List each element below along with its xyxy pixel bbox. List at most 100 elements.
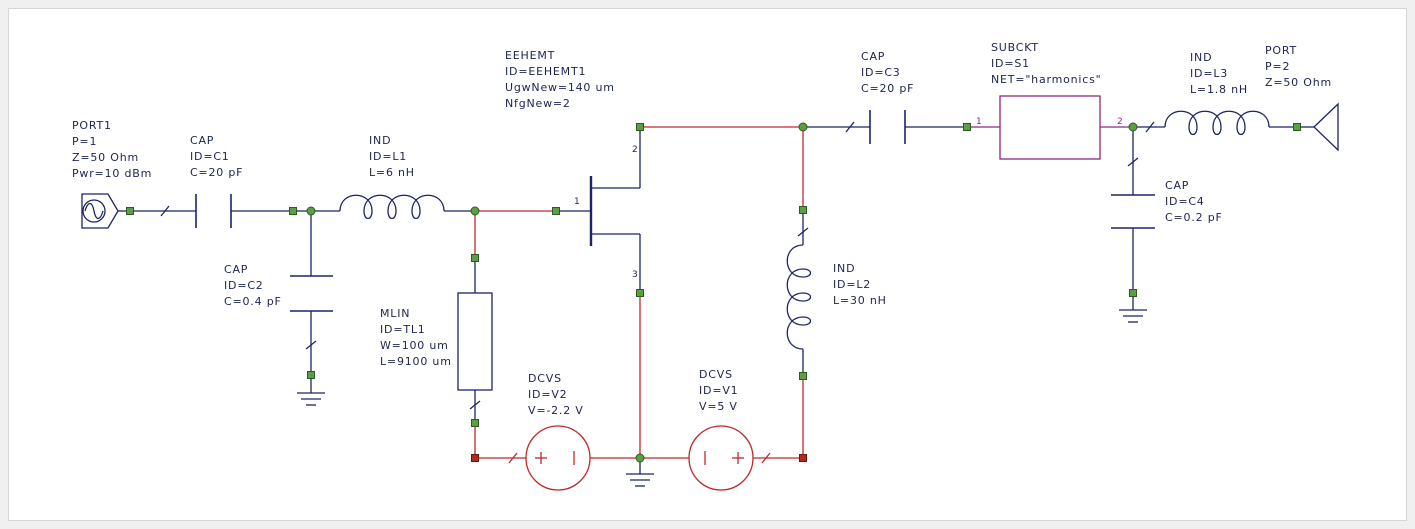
hemt-param-text[interactable]: NfgNew=2 bbox=[505, 97, 571, 110]
hemt-transistor[interactable]: 1 2 3 bbox=[559, 130, 641, 290]
hemt-param-text[interactable]: UgwNew=140 um bbox=[505, 81, 615, 94]
ground-icon[interactable] bbox=[626, 462, 654, 487]
wire-slash-mark bbox=[508, 452, 518, 464]
port1-param-text[interactable]: Pwr=10 dBm bbox=[72, 167, 152, 180]
l3-param-text[interactable]: IND bbox=[1190, 51, 1212, 64]
port-body-icon[interactable] bbox=[81, 193, 119, 229]
l1-label[interactable]: IND ID=L1 L=6 nH bbox=[369, 134, 415, 179]
c3-param-text[interactable]: ID=C3 bbox=[861, 66, 901, 79]
pin-node[interactable] bbox=[1129, 289, 1137, 297]
s1-label[interactable]: SUBCKT ID=S1 NET="harmonics" bbox=[991, 41, 1102, 86]
tl1-param-text[interactable]: MLIN bbox=[380, 307, 410, 320]
pin-node[interactable] bbox=[552, 207, 560, 215]
port1-param-text[interactable]: P=1 bbox=[72, 135, 97, 148]
c1-label[interactable]: CAP ID=C1 C=20 pF bbox=[190, 134, 243, 179]
tl1-param-text[interactable]: ID=TL1 bbox=[380, 323, 426, 336]
s1-param-text[interactable]: NET="harmonics" bbox=[991, 73, 1102, 86]
tl1-param-text[interactable]: L=9100 um bbox=[380, 355, 452, 368]
port1-param-text[interactable]: Z=50 Ohm bbox=[72, 151, 139, 164]
l3-param-text[interactable]: ID=L3 bbox=[1190, 67, 1228, 80]
tl1-param-text[interactable]: W=100 um bbox=[380, 339, 449, 352]
pin-node[interactable] bbox=[636, 123, 644, 131]
junction-dot[interactable] bbox=[306, 206, 316, 216]
l2-param-text[interactable]: L=30 nH bbox=[833, 294, 887, 307]
pin-node[interactable] bbox=[126, 207, 134, 215]
bias-corner-node[interactable] bbox=[799, 454, 807, 462]
l1-param-text[interactable]: ID=L1 bbox=[369, 150, 407, 163]
pin-node[interactable] bbox=[1293, 123, 1301, 131]
port1-source[interactable] bbox=[81, 193, 127, 229]
c3-param-text[interactable]: CAP bbox=[861, 50, 885, 63]
sine-wave-icon bbox=[84, 202, 104, 220]
pin-node[interactable] bbox=[307, 371, 315, 379]
port-termination-icon[interactable] bbox=[1313, 102, 1339, 152]
c4-param-text[interactable]: C=0.2 pF bbox=[1165, 211, 1223, 224]
v2-param-text[interactable]: ID=V2 bbox=[528, 388, 567, 401]
junction-dot[interactable] bbox=[1128, 122, 1138, 132]
v1-param-text[interactable]: V=5 V bbox=[699, 400, 738, 413]
c2-label[interactable]: CAP ID=C2 C=0.4 pF bbox=[224, 263, 282, 308]
c2-param-text[interactable]: CAP bbox=[224, 263, 248, 276]
port2-termination[interactable] bbox=[1300, 102, 1339, 152]
l1-param-text[interactable]: IND bbox=[369, 134, 391, 147]
v1-param-text[interactable]: DCVS bbox=[699, 368, 733, 381]
ground-icon[interactable] bbox=[297, 378, 325, 406]
l3-label[interactable]: IND ID=L3 L=1.8 nH bbox=[1190, 51, 1248, 96]
pin-node[interactable] bbox=[963, 123, 971, 131]
pin-node[interactable] bbox=[471, 254, 479, 262]
bias-corner-node[interactable] bbox=[471, 454, 479, 462]
port1-param-text[interactable]: PORT1 bbox=[72, 119, 112, 132]
port2-label[interactable]: PORT P=2 Z=50 Ohm bbox=[1265, 44, 1332, 89]
c2-param-text[interactable]: ID=C2 bbox=[224, 279, 264, 292]
inductor-coil-icon[interactable] bbox=[786, 244, 812, 350]
c1-param-text[interactable]: C=20 pF bbox=[190, 166, 243, 179]
c2-param-text[interactable]: C=0.4 pF bbox=[224, 295, 282, 308]
junction-dot[interactable] bbox=[635, 453, 645, 463]
inductor-l2[interactable] bbox=[786, 244, 812, 350]
c3-param-text[interactable]: C=20 pF bbox=[861, 82, 914, 95]
c4-param-text[interactable]: CAP bbox=[1165, 179, 1189, 192]
hemt-param-text[interactable]: ID=EEHEMT1 bbox=[505, 65, 586, 78]
ground-icon[interactable] bbox=[1119, 296, 1147, 323]
pin-node[interactable] bbox=[636, 289, 644, 297]
port2-param-text[interactable]: PORT bbox=[1265, 44, 1297, 57]
c4-label[interactable]: CAP ID=C4 C=0.2 pF bbox=[1165, 179, 1223, 224]
source-pin-number: 3 bbox=[632, 270, 638, 280]
port1-label[interactable]: PORT1 P=1 Z=50 Ohm Pwr=10 dBm bbox=[72, 119, 152, 180]
v1-label[interactable]: DCVS ID=V1 V=5 V bbox=[699, 368, 738, 413]
v1-param-text[interactable]: ID=V1 bbox=[699, 384, 738, 397]
schematic-canvas[interactable] bbox=[8, 8, 1407, 521]
l2-param-text[interactable]: IND bbox=[833, 262, 855, 275]
pin-node[interactable] bbox=[799, 372, 807, 380]
l2-label[interactable]: IND ID=L2 L=30 nH bbox=[833, 262, 887, 307]
c4-param-text[interactable]: ID=C4 bbox=[1165, 195, 1205, 208]
inductor-coil-icon[interactable] bbox=[339, 194, 445, 220]
s1-param-text[interactable]: ID=S1 bbox=[991, 57, 1030, 70]
hemt-param-text[interactable]: EEHEMT bbox=[505, 49, 555, 62]
pin-node[interactable] bbox=[799, 206, 807, 214]
tl1-label[interactable]: MLIN ID=TL1 W=100 um L=9100 um bbox=[380, 307, 452, 368]
v2-label[interactable]: DCVS ID=V2 V=-2.2 V bbox=[528, 372, 584, 417]
c1-param-text[interactable]: CAP bbox=[190, 134, 214, 147]
c3-label[interactable]: CAP ID=C3 C=20 pF bbox=[861, 50, 914, 95]
inductor-coil-icon[interactable] bbox=[1164, 110, 1270, 136]
ac-source-icon[interactable] bbox=[82, 199, 106, 223]
v2-param-text[interactable]: V=-2.2 V bbox=[528, 404, 584, 417]
subcircuit-s1[interactable]: 1 2 bbox=[970, 95, 1134, 160]
junction-dot[interactable] bbox=[798, 122, 808, 132]
junction-dot[interactable] bbox=[470, 206, 480, 216]
port2-param-text[interactable]: P=2 bbox=[1265, 60, 1290, 73]
l3-param-text[interactable]: L=1.8 nH bbox=[1190, 83, 1248, 96]
l2-param-text[interactable]: ID=L2 bbox=[833, 278, 871, 291]
inductor-l1[interactable] bbox=[339, 194, 445, 220]
v2-param-text[interactable]: DCVS bbox=[528, 372, 562, 385]
inductor-l3[interactable] bbox=[1164, 110, 1270, 136]
s1-param-text[interactable]: SUBCKT bbox=[991, 41, 1039, 54]
hemt-label[interactable]: EEHEMT ID=EEHEMT1 UgwNew=140 um NfgNew=2 bbox=[505, 49, 615, 110]
port2-param-text[interactable]: Z=50 Ohm bbox=[1265, 76, 1332, 89]
wire-slash-mark bbox=[305, 340, 317, 350]
l1-param-text[interactable]: L=6 nH bbox=[369, 166, 415, 179]
pin-node[interactable] bbox=[471, 419, 479, 427]
c1-param-text[interactable]: ID=C1 bbox=[190, 150, 230, 163]
pin-node[interactable] bbox=[289, 207, 297, 215]
